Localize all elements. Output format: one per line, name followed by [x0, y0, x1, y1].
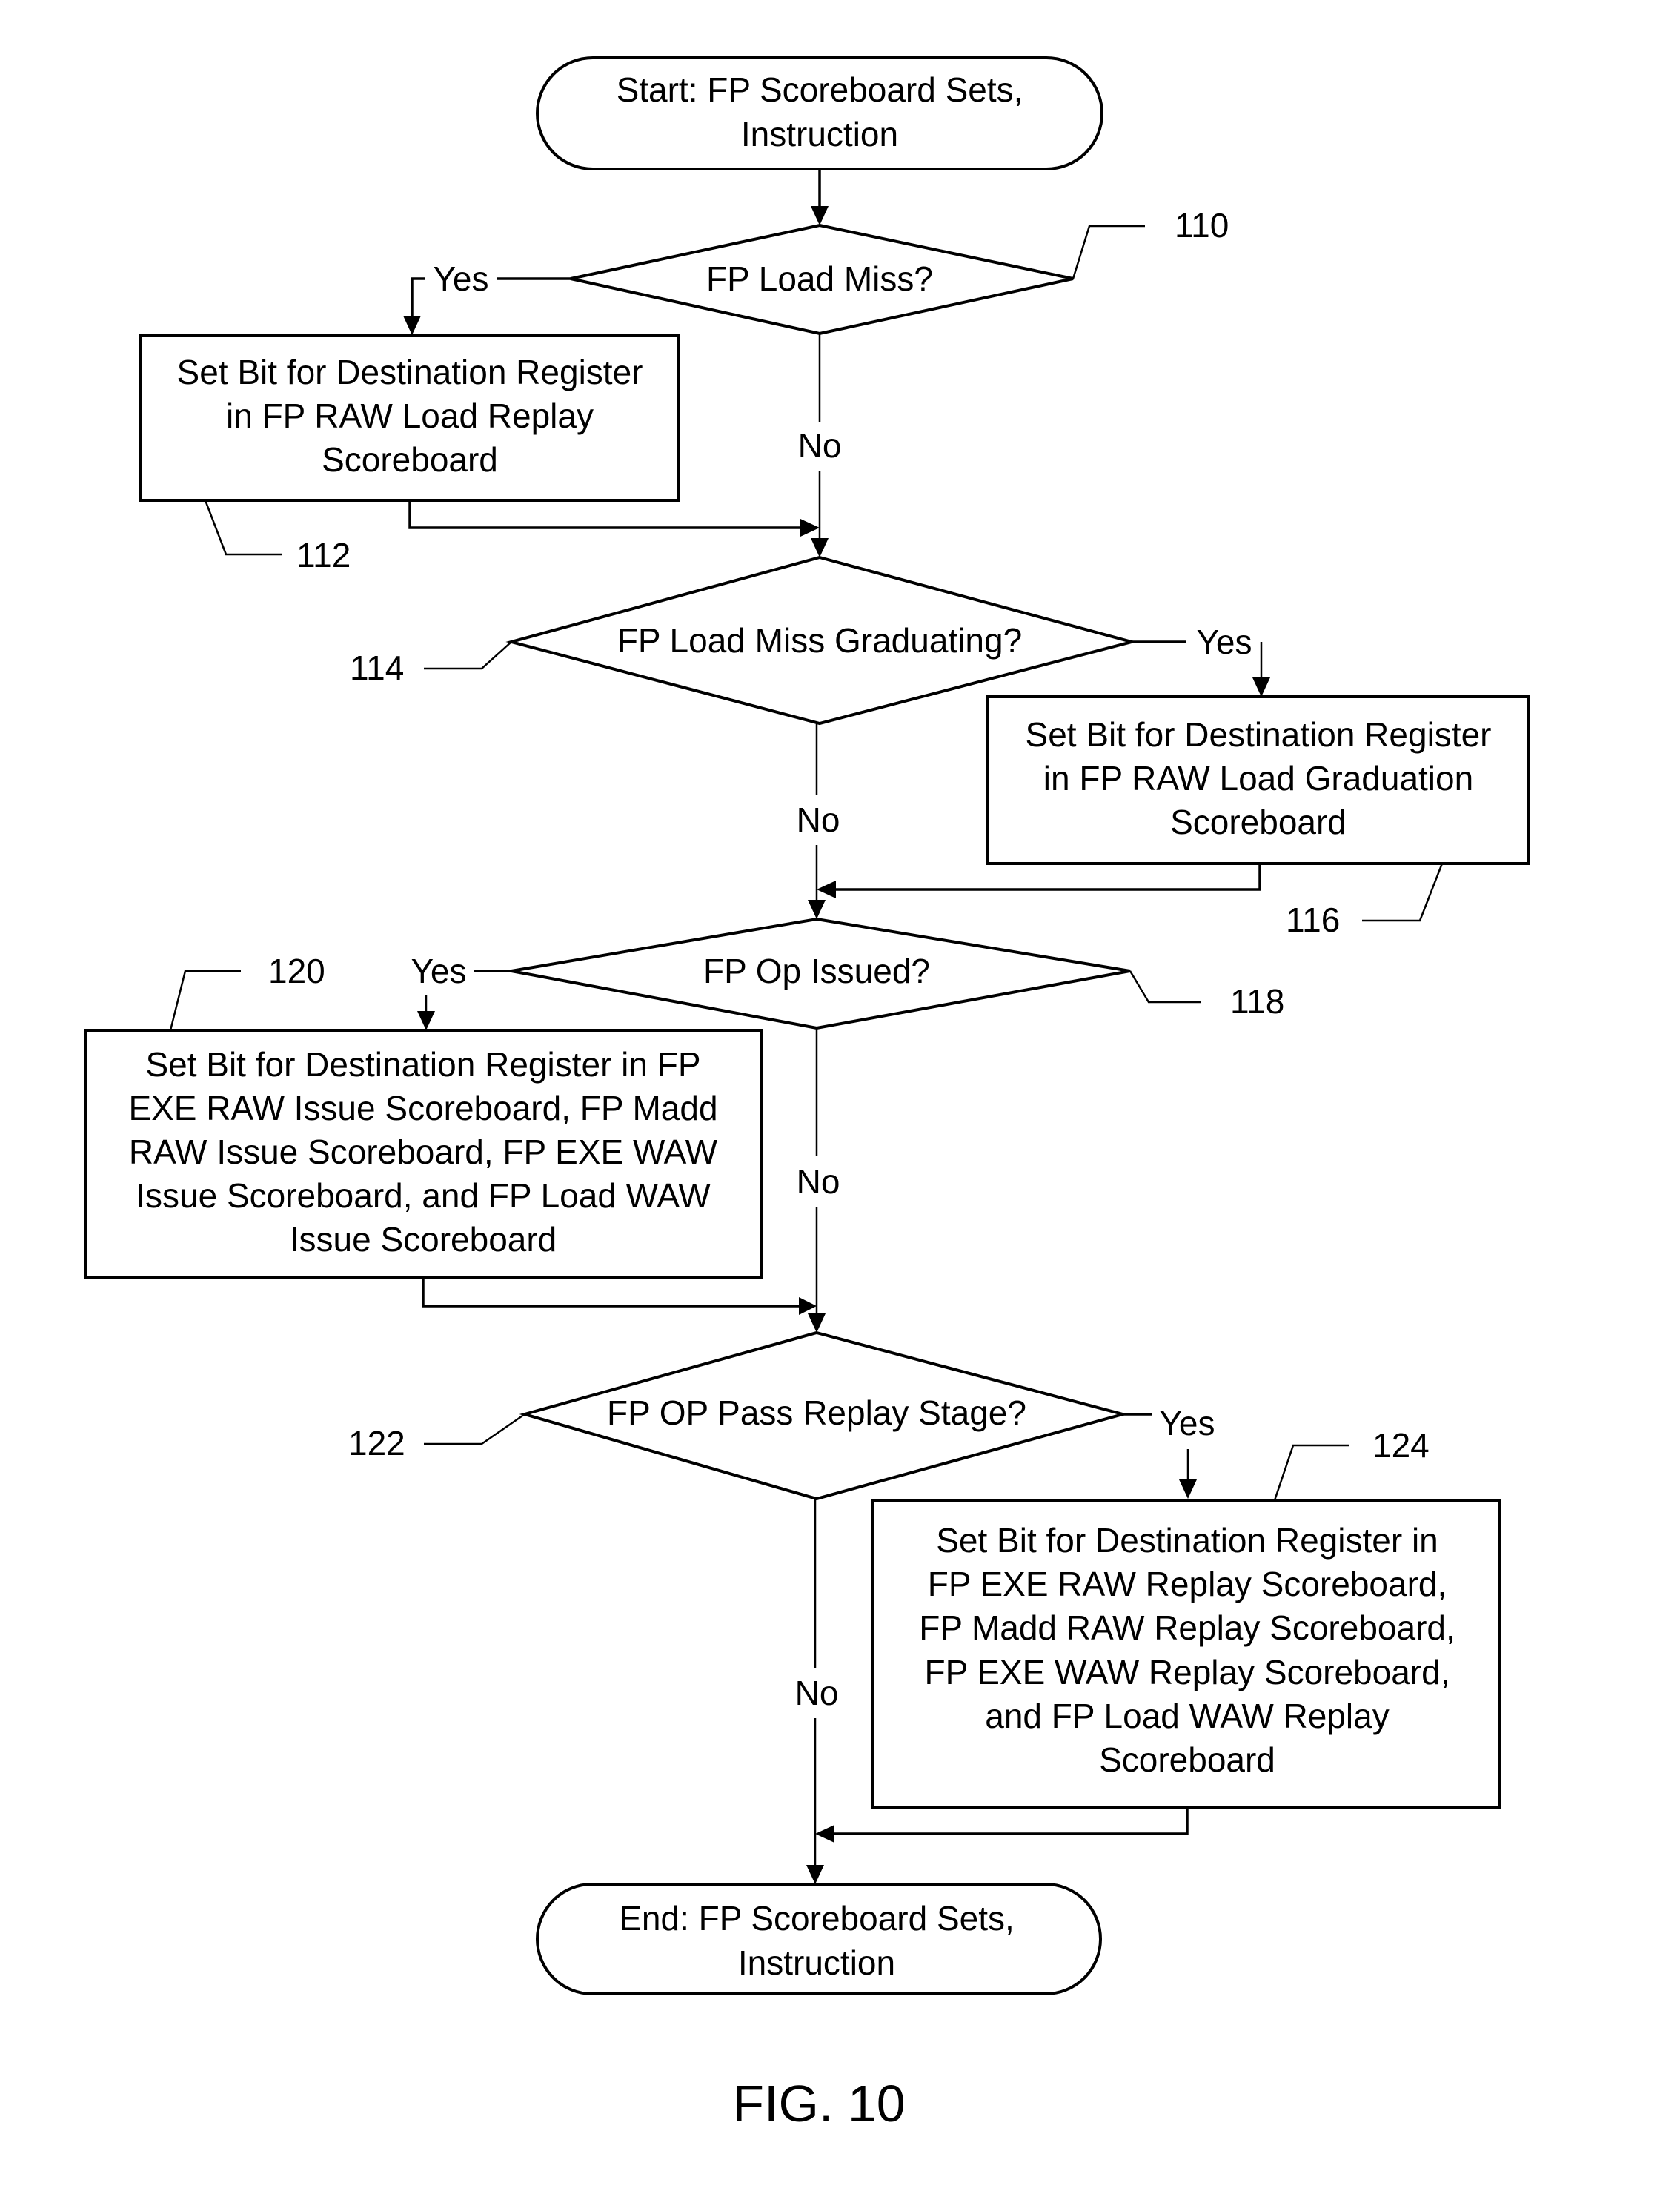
arrowhead [1252, 677, 1270, 697]
leader-line-124 [1275, 1445, 1349, 1500]
end-text-line-1: End: FP Scoreboard Sets, [619, 1899, 1015, 1938]
connector [412, 279, 425, 319]
start-text-line-2: Instruction [741, 115, 898, 153]
arrowhead [417, 1011, 435, 1030]
edge-label-yes: Yes [1196, 623, 1252, 661]
end-terminal: End: FP Scoreboard Sets, Instruction [537, 1884, 1100, 1994]
decision-122-text: FP OP Pass Replay Stage? [607, 1393, 1026, 1432]
arrowhead [1179, 1479, 1197, 1499]
arrowhead [808, 1313, 826, 1333]
ref-label-124: 124 [1372, 1426, 1430, 1465]
leader-line-112 [205, 500, 282, 554]
process-116-line-1: Set Bit for Destination Register [1026, 715, 1492, 754]
ref-label-120: 120 [268, 952, 325, 990]
arrowhead [808, 900, 826, 919]
process-124-line-2: FP EXE RAW Replay Scoreboard, [928, 1565, 1447, 1603]
process-120-line-3: RAW Issue Scoreboard, FP EXE WAW [129, 1133, 718, 1171]
leader-line-120 [170, 971, 241, 1030]
arrowhead [800, 519, 820, 537]
arrowhead [811, 206, 829, 225]
connector [423, 1277, 804, 1306]
edge-label-yes: Yes [1159, 1404, 1215, 1442]
leader-line-110 [1073, 226, 1145, 279]
figure-caption: FIG. 10 [732, 2075, 905, 2132]
process-116: Set Bit for Destination Register in FP R… [988, 697, 1529, 939]
arrowhead [806, 1865, 824, 1884]
edge-label-no: No [797, 801, 840, 839]
process-124-line-5: and FP Load WAW Replay [985, 1697, 1389, 1735]
decision-110-text: FP Load Miss? [706, 259, 933, 298]
connector [410, 500, 808, 528]
ref-label-114: 114 [350, 649, 404, 687]
ref-label-122: 122 [348, 1424, 405, 1462]
process-124-line-4: FP EXE WAW Replay Scoreboard, [924, 1653, 1450, 1691]
process-112: Set Bit for Destination Register in FP R… [141, 335, 679, 574]
process-116-line-3: Scoreboard [1170, 803, 1347, 841]
edge-label-no: No [797, 1162, 840, 1201]
process-120-line-2: EXE RAW Issue Scoreboard, FP Madd [128, 1089, 717, 1127]
process-124-line-3: FP Madd RAW Replay Scoreboard, [919, 1608, 1455, 1647]
process-112-line-1: Set Bit for Destination Register [177, 353, 643, 391]
ref-label-112: 112 [296, 536, 351, 574]
leader-line-116 [1362, 864, 1442, 921]
connector [831, 1807, 1187, 1834]
start-text-line-1: Start: FP Scoreboard Sets, [617, 70, 1023, 109]
ref-label-118: 118 [1230, 982, 1284, 1021]
edge-label-no: No [798, 426, 842, 465]
end-text-line-2: Instruction [738, 1943, 895, 1982]
arrowhead [817, 881, 836, 898]
arrowhead [815, 1825, 834, 1843]
process-120-line-1: Set Bit for Destination Register in FP [145, 1045, 700, 1084]
leader-line-118 [1130, 971, 1201, 1002]
connector [834, 864, 1260, 889]
process-120-line-5: Issue Scoreboard [290, 1220, 557, 1259]
leader-line-114 [424, 642, 511, 669]
leader-line-122 [424, 1414, 525, 1444]
decision-114-text: FP Load Miss Graduating? [617, 621, 1022, 660]
edge-label-yes: Yes [433, 259, 488, 298]
process-120-line-4: Issue Scoreboard, and FP Load WAW [136, 1176, 711, 1215]
edge-label-yes: Yes [411, 952, 466, 990]
process-112-line-2: in FP RAW Load Replay [226, 397, 594, 435]
arrowhead [811, 538, 829, 557]
arrowhead [799, 1297, 817, 1315]
process-116-line-2: in FP RAW Load Graduation [1043, 759, 1473, 798]
process-124-line-1: Set Bit for Destination Register in [936, 1521, 1438, 1560]
process-112-line-3: Scoreboard [322, 440, 498, 479]
process-120: Set Bit for Destination Register in FP E… [85, 952, 761, 1277]
decision-118-text: FP Op Issued? [703, 952, 930, 990]
ref-label-110: 110 [1175, 206, 1229, 245]
start-terminal: Start: FP Scoreboard Sets, Instruction [537, 58, 1102, 169]
edge-label-no: No [795, 1674, 839, 1712]
decision-118: FP Op Issued? 118 [511, 919, 1284, 1028]
ref-label-116: 116 [1286, 901, 1340, 939]
arrowhead [403, 316, 421, 335]
process-124-line-6: Scoreboard [1099, 1740, 1275, 1779]
decision-110: FP Load Miss? 110 [571, 206, 1229, 334]
decision-122: FP OP Pass Replay Stage? 122 [348, 1333, 1123, 1499]
